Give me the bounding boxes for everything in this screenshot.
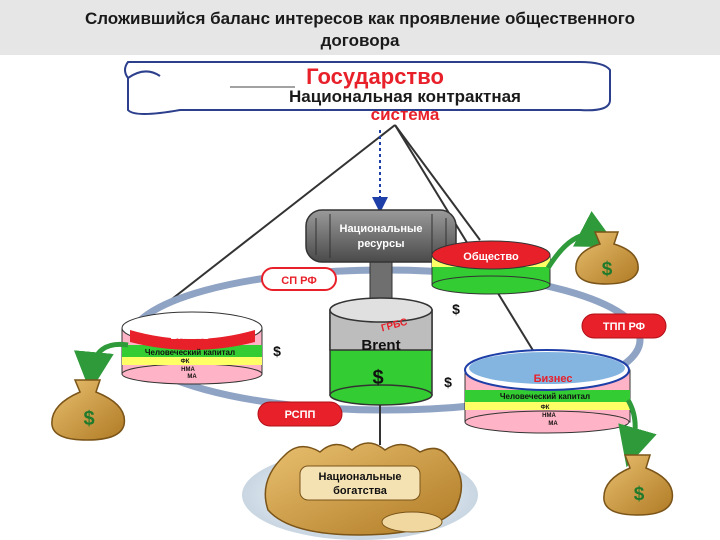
center-dollar: $ xyxy=(372,367,383,389)
money-bag-bottom-right-dollar: $ xyxy=(634,484,645,505)
business-nma: НМА xyxy=(542,413,556,419)
power-ma: МА xyxy=(187,374,197,380)
state-label: Государство xyxy=(306,64,444,89)
power-nma: НМА xyxy=(181,367,195,373)
resources-label-line1: Национальные xyxy=(340,223,423,235)
wealth-label-line1: Национальные xyxy=(319,471,402,483)
brent-cylinder xyxy=(329,297,433,406)
business-ma: МА xyxy=(548,421,558,427)
ring-dollar-left: $ xyxy=(273,343,281,359)
slide-title-line2: договора xyxy=(320,31,400,50)
national-wealth-pile xyxy=(242,442,478,540)
business-node xyxy=(464,349,631,434)
power-human-capital: Человеческий капитал xyxy=(145,348,235,357)
business-fk: ФК xyxy=(541,405,550,411)
slide-title-line1: Сложившийся баланс интересов как проявле… xyxy=(84,9,636,28)
money-bag-top-right xyxy=(575,231,639,285)
society-node xyxy=(431,240,551,295)
business-label: Бизнес xyxy=(534,373,573,385)
society-label: Общество xyxy=(463,251,519,263)
ring-dollar-right: $ xyxy=(452,301,460,317)
state-banner xyxy=(124,61,611,115)
flow-arrow-power xyxy=(73,341,129,392)
sp-rf-label: СП РФ xyxy=(281,275,317,287)
money-bag-left xyxy=(51,379,126,441)
contract-system-line1: Национальная контрактная xyxy=(289,87,521,106)
power-label: Власть xyxy=(170,330,210,342)
sp-rf-tag xyxy=(261,267,337,291)
wealth-label-line2: богатства xyxy=(333,485,388,497)
rspp-tag xyxy=(257,401,343,427)
flow-arrow-society xyxy=(545,211,618,270)
money-bag-top-right-dollar: $ xyxy=(602,259,613,280)
money-bag-bottom-right xyxy=(603,454,674,516)
flow-arrow-business xyxy=(618,398,657,468)
title-bar: Сложившийся баланс интересов как проявле… xyxy=(0,0,720,55)
power-fk: ФК xyxy=(181,359,190,365)
business-human-capital: Человеческий капитал xyxy=(500,392,590,401)
resources-label-line2: ресурсы xyxy=(357,238,404,250)
brent-label: Brent xyxy=(361,337,400,354)
money-bag-left-dollar: $ xyxy=(83,408,94,430)
rspp-label: РСПП xyxy=(285,409,316,421)
power-node xyxy=(121,311,263,385)
contract-system-line2: система xyxy=(371,105,440,124)
tpp-rf-label: ТПП РФ xyxy=(603,321,645,333)
ring-dollar-bottom: $ xyxy=(444,374,452,390)
balance-diagram: Государство Национальная контрактная сис… xyxy=(51,61,674,540)
resources-gear xyxy=(305,209,457,263)
tpp-rf-tag xyxy=(581,313,667,339)
